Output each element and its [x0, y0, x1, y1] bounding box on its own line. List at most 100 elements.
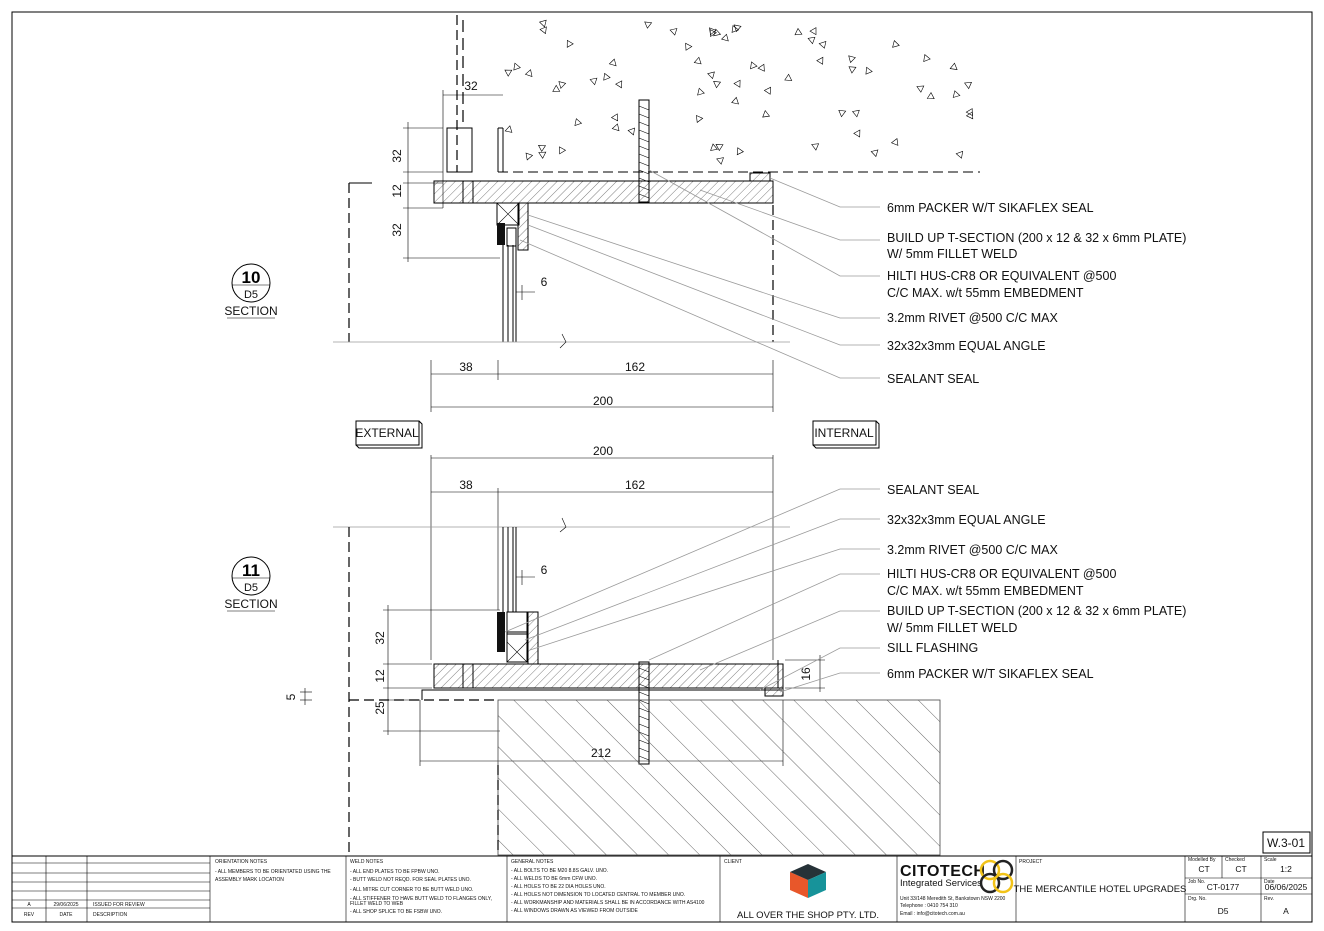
dim-25: 25 — [373, 701, 387, 715]
checked-value: CT — [1235, 864, 1246, 874]
description-header: DESCRIPTION — [93, 912, 128, 918]
callout-embedment: C/C MAX. w/t 55mm EMBEDMENT — [887, 584, 1084, 598]
callout-fillet-weld: W/ 5mm FILLET WELD — [887, 621, 1017, 635]
concrete-speckle — [559, 146, 567, 155]
concrete-speckle — [539, 19, 547, 28]
callout-packer: 6mm PACKER W/T SIKAFLEX SEAL — [887, 201, 1094, 215]
concrete-sill — [497, 699, 941, 856]
section-marker-10: 10 D5 SECTION — [224, 263, 278, 319]
concrete-speckle — [733, 79, 741, 88]
section-10-detail: 32 32 12 32 6 38 162 200 6mm PACKER W/T … — [224, 15, 1186, 412]
callout-embedment: C/C MAX. w/t 55mm EMBEDMENT — [887, 286, 1084, 300]
callout-sealant: SEALANT SEAL — [887, 483, 979, 497]
concrete-speckle — [589, 77, 598, 86]
concrete-speckle — [818, 41, 827, 49]
rev-value: A — [1283, 906, 1289, 916]
t-section-plate — [433, 180, 774, 204]
callout-t-section: BUILD UP T-SECTION (200 x 12 & 32 x 6mm … — [887, 604, 1186, 618]
dimension-lines — [403, 90, 774, 412]
svg-text:W.3-01: W.3-01 — [1267, 836, 1305, 850]
orientation-notes-title: ORIENTATION NOTES — [215, 859, 268, 865]
company-phone: Telephone : 0410 754 310 — [900, 903, 958, 909]
concrete-speckle — [709, 27, 717, 36]
concrete-speckle — [539, 26, 547, 35]
callout-angle: 32x32x3mm EQUAL ANGLE — [887, 339, 1046, 353]
client-label: CLIENT — [724, 859, 742, 865]
concrete-speckle — [809, 27, 817, 36]
section-caption: SECTION — [224, 597, 277, 611]
concrete-speckle — [750, 61, 758, 70]
dim-32-top: 32 — [464, 79, 478, 93]
concrete-speckle — [566, 39, 574, 48]
general-note-line: - ALL BOLTS TO BE M20 8.8S GALV. UNO. — [511, 868, 608, 874]
concrete-speckle — [870, 149, 879, 158]
company-tagline: Integrated Services — [900, 878, 982, 889]
section-11-detail: 200 38 162 6 32 12 5 25 16 212 — [224, 444, 1186, 856]
weld-note-line: - ALL STIFFENER TO HAVE BUTT WELD TO FLA… — [350, 896, 492, 902]
concrete-speckle — [807, 36, 816, 45]
t-section-plate — [433, 663, 784, 689]
dim-12: 12 — [390, 184, 404, 198]
concrete-speckle — [608, 58, 617, 67]
concrete-speckle — [965, 111, 974, 120]
revision-rev: A — [27, 902, 31, 908]
concrete-speckle — [513, 62, 521, 71]
project-name: THE MERCANTILE HOTEL UPGRADES — [1014, 884, 1187, 895]
drg-no-value: D5 — [1218, 906, 1229, 916]
orientation-note-line: ASSEMBLY MARK LOCATION — [215, 877, 284, 883]
dim-162: 162 — [625, 360, 645, 374]
concrete-speckle — [696, 115, 704, 123]
concrete-speckle — [537, 144, 547, 152]
concrete-speckle — [949, 62, 958, 70]
company-email: Email : info@citotech.com.au — [900, 911, 965, 917]
dim-32: 32 — [373, 631, 387, 645]
title-block: A 29/06/2025 ISSUED FOR REVIEW REV DATE … — [11, 855, 1313, 923]
concrete-speckle — [538, 151, 547, 159]
concrete-speckle — [952, 90, 961, 98]
general-note-line: - ALL WINDOWS DRAWN AS VIEWED FROM OUTSI… — [511, 908, 639, 914]
weld-notes-title: WELD NOTES — [350, 859, 384, 865]
dim-16: 16 — [799, 667, 813, 681]
checked-label: Checked — [1225, 857, 1245, 863]
concrete-speckle — [838, 109, 847, 118]
callout-rivet: 3.2mm RIVET @500 C/C MAX — [887, 543, 1059, 557]
callout-angle: 32x32x3mm EQUAL ANGLE — [887, 513, 1046, 527]
concrete-speckle — [693, 56, 702, 65]
concrete-speckle — [525, 152, 534, 161]
packer — [764, 687, 784, 697]
general-note-line: - ALL WELDS TO BE 6mm CFW UNO. — [511, 876, 597, 882]
scale-label: Scale — [1264, 857, 1277, 863]
concrete-slab-top — [498, 19, 980, 173]
weld-note-line: FILLET WELD TO WEB — [350, 901, 404, 907]
dim-6: 6 — [541, 275, 548, 289]
concrete-speckle — [627, 127, 635, 136]
dim-6: 6 — [541, 563, 548, 577]
concrete-speckle — [736, 147, 744, 156]
concrete-speckle — [923, 54, 931, 62]
concrete-speckle — [615, 80, 623, 89]
t-section-stem — [517, 202, 529, 251]
concrete-speckle — [926, 91, 935, 100]
callout-rivet: 3.2mm RIVET @500 C/C MAX — [887, 311, 1059, 325]
company-name: CITOTECH — [900, 863, 985, 880]
company-address: Unit 33/148 Meredith St, Bankstown NSW 2… — [900, 896, 1006, 902]
concrete-speckle — [955, 150, 964, 159]
concrete-speckle — [721, 33, 729, 42]
revision-date: 29/06/2025 — [53, 902, 78, 908]
concrete-speckle — [733, 24, 742, 33]
concrete-speckle — [713, 28, 722, 37]
concrete-speckle — [713, 81, 722, 89]
concrete-speckle — [762, 109, 771, 118]
company-badge-icon — [979, 859, 1014, 894]
concrete-speckle — [892, 40, 900, 48]
job-no-value: CT-0177 — [1207, 882, 1240, 892]
frame-profile — [446, 127, 473, 173]
meta-grid — [1184, 856, 1312, 922]
concrete-speckle — [669, 28, 678, 36]
callout-leaders — [519, 169, 880, 379]
concrete-speckle — [558, 81, 567, 89]
dim-162: 162 — [625, 478, 645, 492]
callout-packer: 6mm PACKER W/T SIKAFLEX SEAL — [887, 667, 1094, 681]
sheet-reference: W.3-01 — [1262, 831, 1311, 854]
concrete-speckle — [504, 69, 513, 77]
